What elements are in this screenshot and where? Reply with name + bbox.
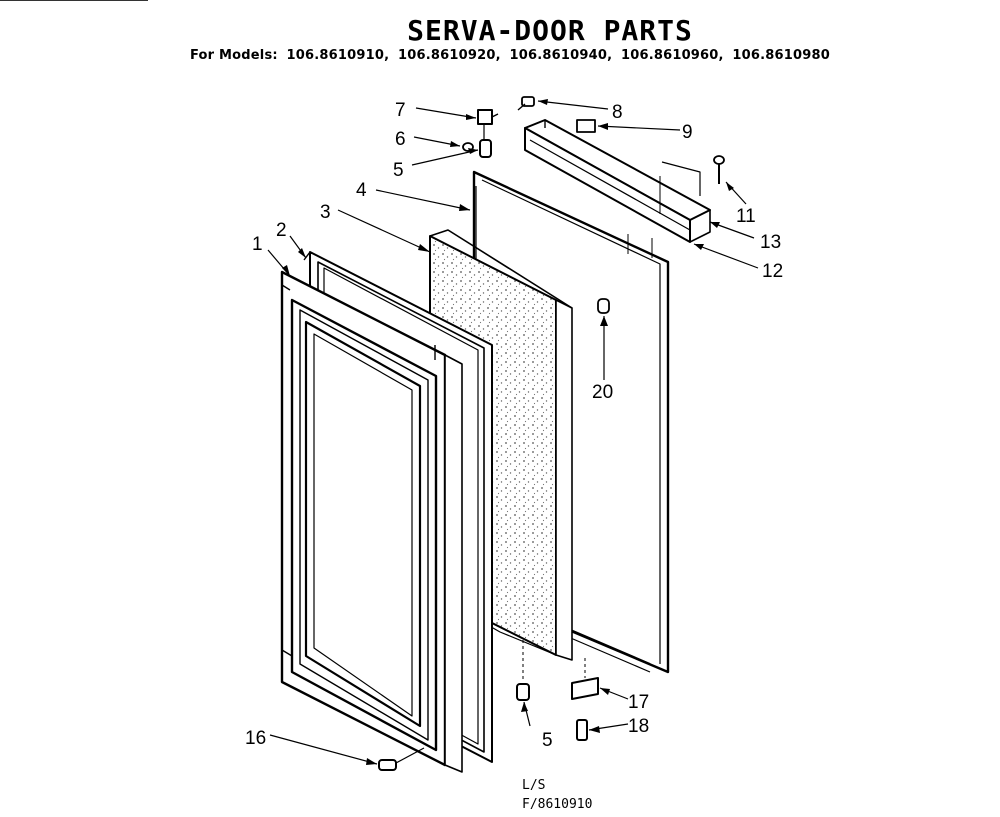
callout-12: 12 bbox=[762, 261, 783, 282]
bottom-screw bbox=[378, 747, 425, 771]
callout-3: 3 bbox=[320, 202, 331, 223]
callout-20: 20 bbox=[592, 382, 613, 403]
models-prefix: For Models: bbox=[190, 48, 278, 63]
channel-bracket bbox=[576, 119, 596, 133]
callout-5: 5 bbox=[393, 160, 404, 181]
callout-4: 4 bbox=[356, 180, 367, 201]
top-rule bbox=[0, 0, 148, 1]
callout-1: 1 bbox=[252, 234, 263, 255]
top-hinge-channel bbox=[524, 119, 711, 243]
callout-6: 6 bbox=[395, 129, 406, 150]
page-title: SERVA-DOOR PARTS bbox=[407, 14, 693, 47]
callout-7: 7 bbox=[395, 100, 406, 121]
hinge-bracket-outline bbox=[661, 161, 701, 196]
callout-9: 9 bbox=[682, 122, 693, 143]
bottom-hinge-hardware bbox=[516, 640, 599, 741]
callout-8: 8 bbox=[612, 102, 623, 123]
callout-labels: 1 2 3 4 5 6 7 8 9 11 13 12 20 16 17 18 5 bbox=[245, 100, 783, 751]
door-outer-frame bbox=[280, 270, 463, 773]
reference-code-1: L/S bbox=[522, 778, 546, 793]
callout-2: 2 bbox=[276, 220, 287, 241]
model-number: 106.8610960, bbox=[620, 48, 724, 63]
callout-5-bottom: 5 bbox=[542, 730, 553, 751]
callout-11: 11 bbox=[736, 206, 756, 227]
hinge-screw bbox=[713, 155, 725, 184]
reference-code-2: F/8610910 bbox=[522, 797, 593, 812]
callout-16: 16 bbox=[245, 728, 266, 749]
callout-18: 18 bbox=[628, 716, 649, 737]
model-number: 106.8610910, bbox=[286, 48, 390, 63]
callout-17: 17 bbox=[628, 692, 649, 713]
top-hinge-hardware bbox=[462, 96, 535, 158]
model-number: 106.8610940, bbox=[509, 48, 613, 63]
leader-arrows bbox=[282, 99, 734, 765]
model-number: 106.8610920, bbox=[398, 48, 501, 63]
callout-13: 13 bbox=[760, 232, 781, 253]
model-number: 106.8610980 bbox=[732, 48, 831, 63]
door-stop-pin bbox=[597, 298, 610, 314]
models-line: For Models: 106.8610910, 106.8610920, 10… bbox=[190, 48, 834, 63]
